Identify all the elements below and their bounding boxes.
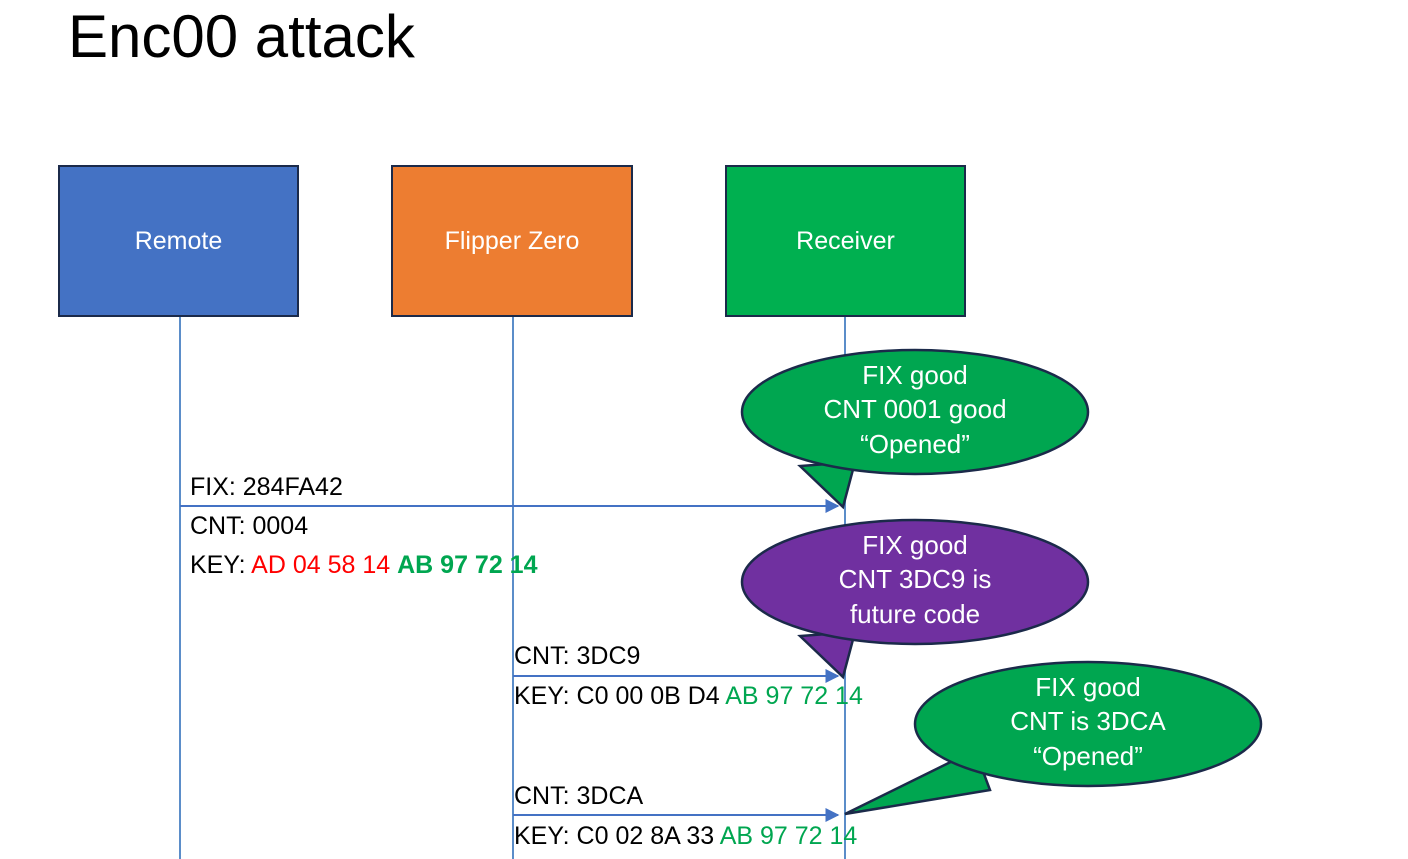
actor-box-receiver[interactable]: Receiver — [725, 165, 966, 317]
message-label-key-remote: KEY: AD 04 58 14 AB 97 72 14 — [190, 551, 537, 579]
speech-bubble-2-text: FIX good CNT 3DC9 is future code — [742, 528, 1088, 631]
speech-bubble-3[interactable] — [844, 660, 1263, 816]
message-label-cnt-0004: CNT: 0004 — [190, 512, 309, 540]
page-title: Enc00 attack — [68, 3, 415, 70]
speech-bubble-3-text: FIX good CNT is 3DCA “Opened” — [915, 670, 1261, 773]
actor-label-flipper: Flipper Zero — [444, 226, 580, 255]
speech-bubble-1-text: FIX good CNT 0001 good “Opened” — [742, 358, 1088, 461]
key-encrypted-part: AD 04 58 14 — [251, 551, 398, 579]
message-label-key-3dca: KEY: C0 02 8A 33 AB 97 72 14 — [514, 822, 857, 850]
actor-box-flipper[interactable]: Flipper Zero — [391, 165, 633, 317]
bubble-3-line-2: CNT is 3DCA — [1010, 706, 1166, 737]
speech-bubble-2[interactable] — [740, 518, 1090, 680]
bubble-2-line-3: future code — [849, 598, 981, 629]
message-label-cnt-3dc9: CNT: 3DC9 — [514, 642, 641, 670]
bubble-3-line-3: “Opened” — [1033, 740, 1143, 771]
key-serial-part: AB 97 72 14 — [397, 551, 538, 579]
speech-bubble-1[interactable] — [740, 348, 1090, 510]
bubble-2-line-1: FIX good — [862, 530, 968, 560]
bubble-3-line-1: FIX good — [1035, 672, 1141, 702]
actor-box-remote[interactable]: Remote — [58, 165, 299, 317]
message-label-key-3dc9: KEY: C0 00 0B D4 AB 97 72 14 — [514, 682, 863, 710]
actor-label-receiver: Receiver — [796, 226, 895, 255]
message-label-cnt-3dca: CNT: 3DCA — [514, 782, 644, 810]
key-serial-part: AB 97 72 14 — [719, 822, 858, 850]
bubble-1-line-2: CNT 0001 good — [823, 394, 1007, 425]
bubble-2-line-2: CNT 3DC9 is — [838, 564, 992, 595]
key-serial-part: AB 97 72 14 — [725, 682, 863, 710]
bubble-1-line-3: “Opened” — [860, 428, 970, 459]
key-prefix: KEY: C0 02 8A 33 — [514, 822, 720, 850]
key-prefix: KEY: C0 00 0B D4 — [514, 682, 726, 710]
key-prefix: KEY: — [190, 551, 252, 579]
bubble-1-line-1: FIX good — [862, 360, 968, 390]
message-label-fix: FIX: 284FA42 — [190, 473, 343, 501]
actor-label-remote: Remote — [134, 226, 223, 255]
